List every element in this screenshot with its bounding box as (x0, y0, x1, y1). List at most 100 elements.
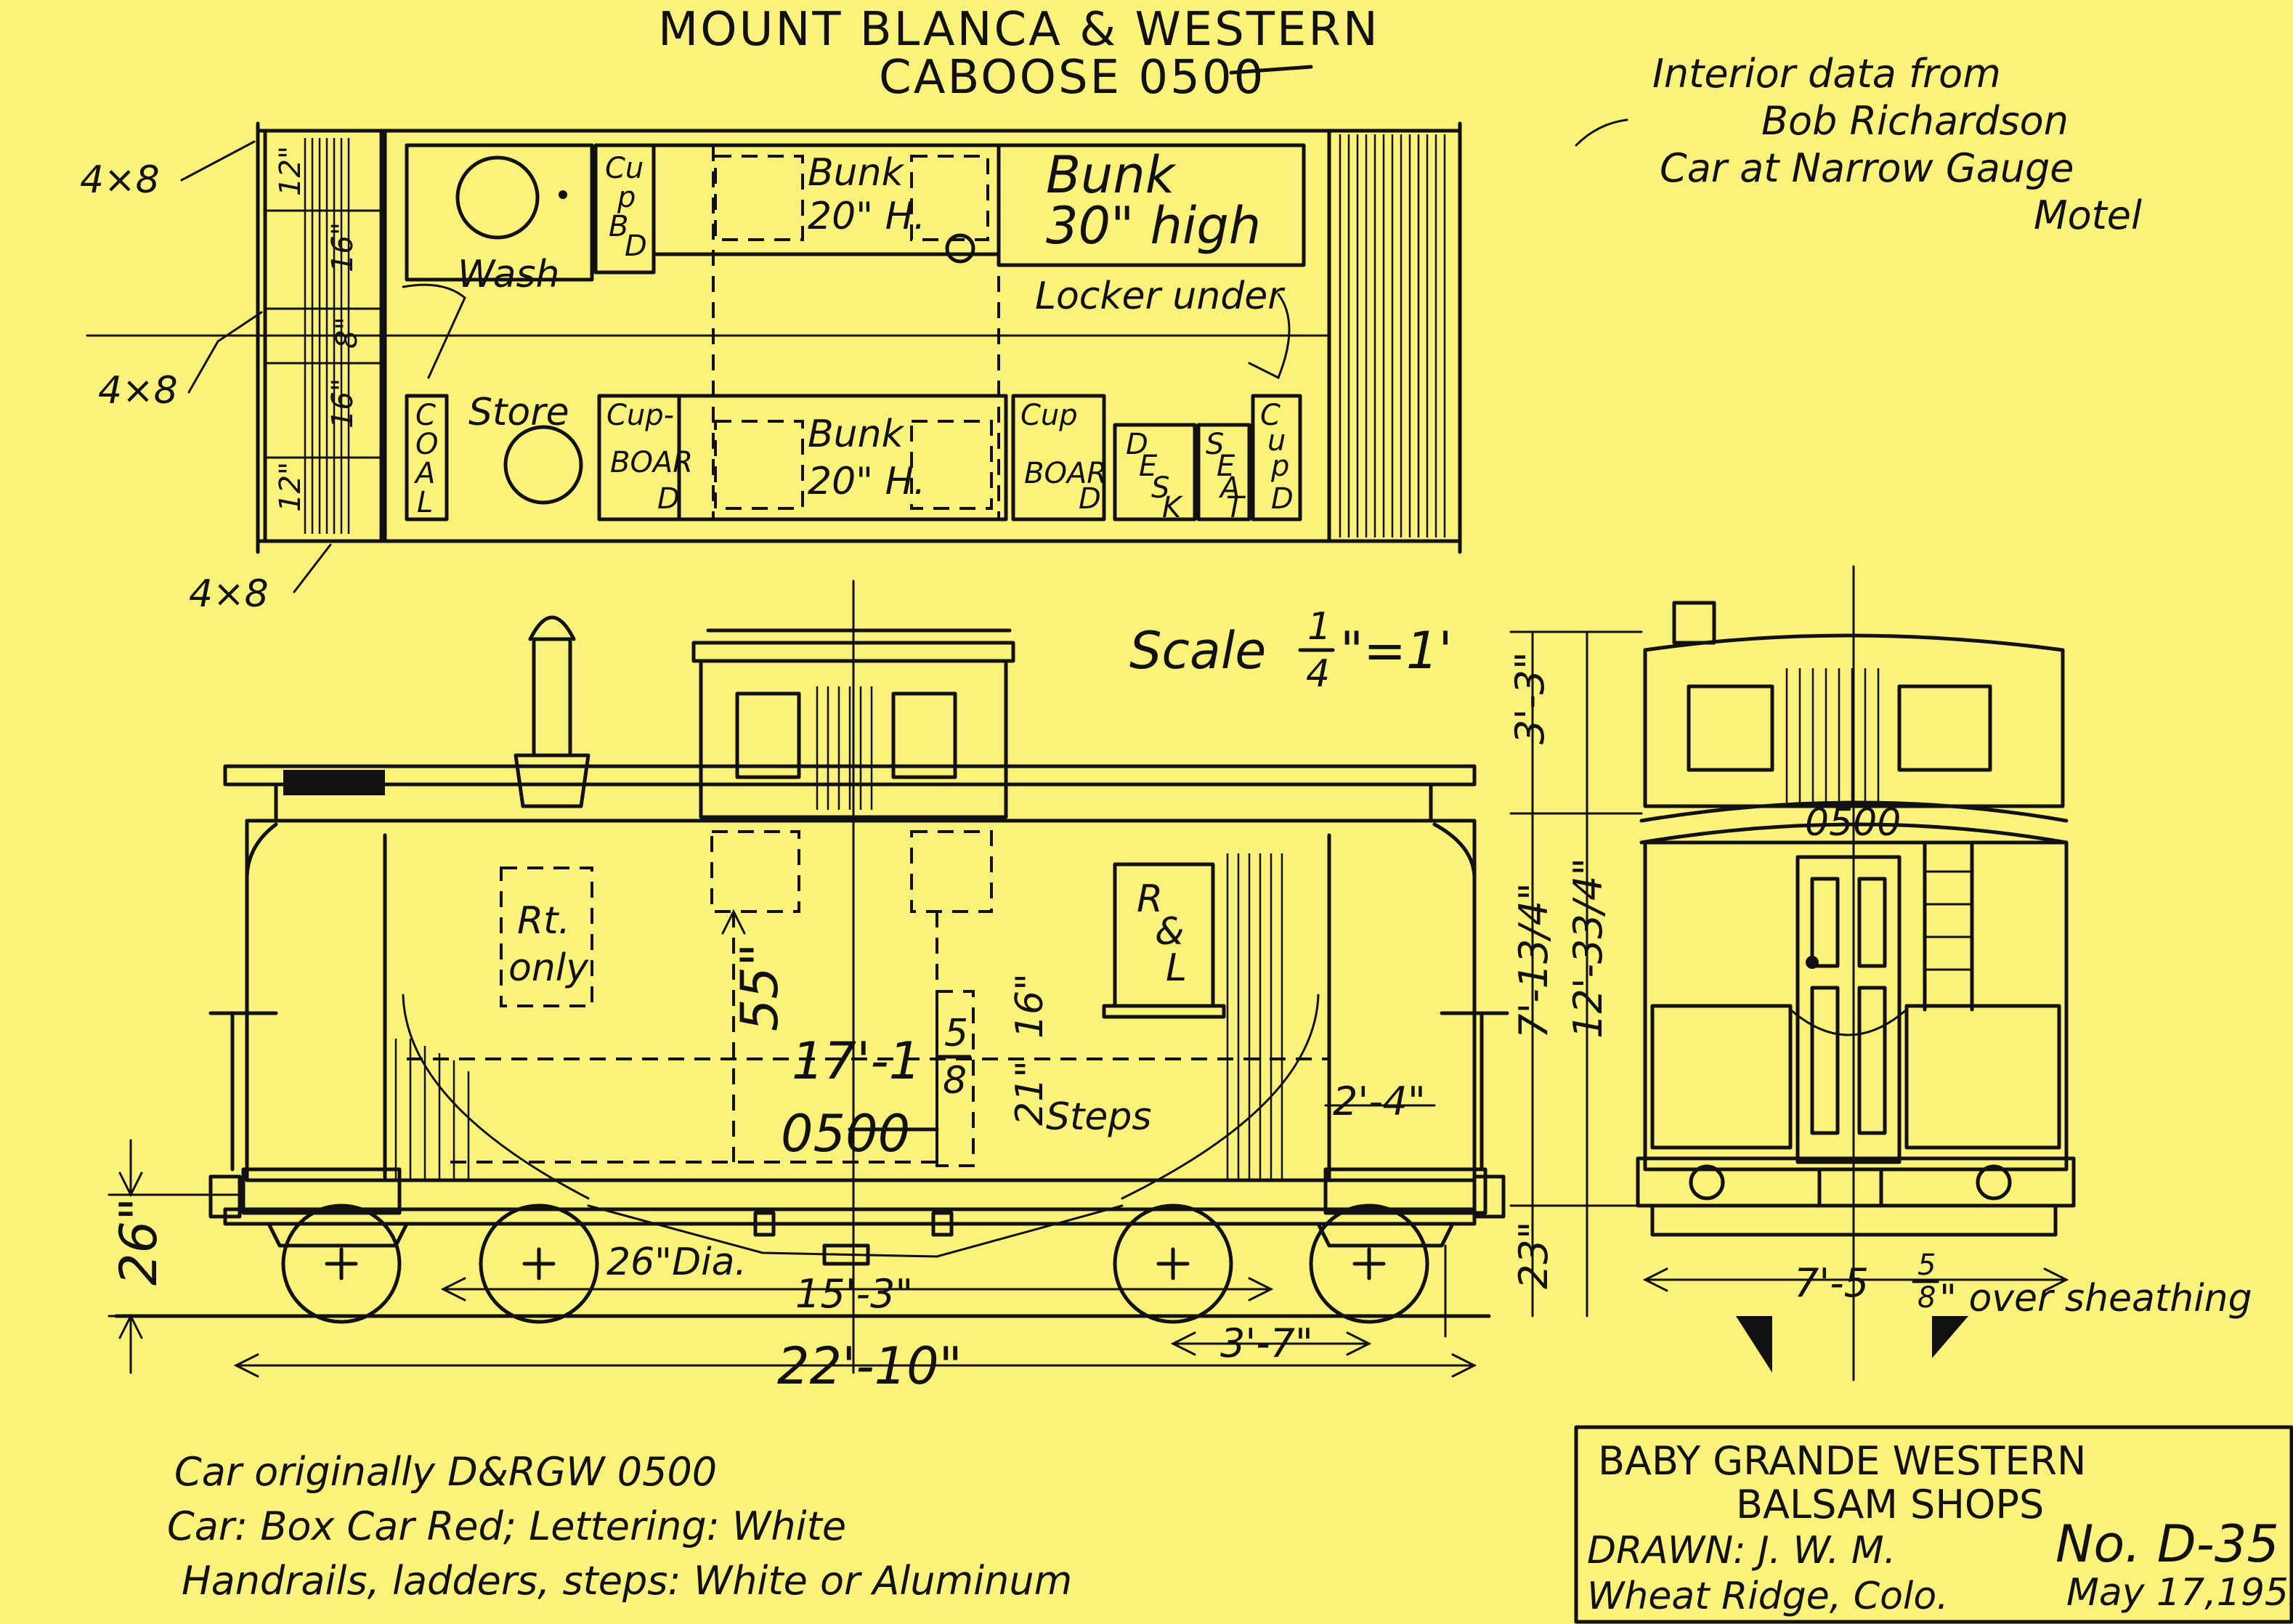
plan-cupbd-top-label-3: B (609, 210, 628, 243)
side-dim-22-10-arrow-right (1451, 1353, 1477, 1378)
side-window-r-label: R (1137, 877, 1163, 921)
interior-note-line-3: Car at Narrow Gauge (1660, 145, 2074, 191)
end-door-panel-upper-left (1810, 877, 1840, 968)
plan-bunk-bottom-dashed-left (714, 420, 804, 510)
scale-suffix: "=1' (1340, 621, 1453, 681)
side-cupola-window-left (735, 691, 801, 779)
side-window-l-label: L (1166, 946, 1187, 990)
end-safety-chain (1789, 1008, 1908, 1036)
plan-cupboard-left-2: BOAR (610, 446, 693, 479)
side-window-and-label: & (1155, 910, 1185, 954)
plan-bunk-right-height: 30" high (1046, 196, 1261, 256)
side-truck-right (1316, 1222, 1455, 1248)
plan-spacing-12-top: 12" (274, 146, 307, 196)
interior-note-line-1: Interior data from (1652, 51, 2001, 97)
end-railing-right (1904, 1004, 2061, 1150)
side-elevation-view: R & L Rt. only 17'-1 5 8 0500 55" 16" 21… (107, 580, 1509, 1396)
plan-wash-door-swing (402, 283, 466, 379)
side-cupola-siding (816, 686, 873, 810)
title-block-place: Wheat Ridge, Colo. (1587, 1575, 1949, 1618)
plan-locker-door-swing (1248, 293, 1291, 380)
side-smokestack-cap (528, 615, 576, 641)
plan-coal-l: L (417, 486, 433, 519)
side-brake-rod (587, 1204, 1124, 1258)
side-dim-3-7: 3'-7" (1220, 1320, 1313, 1366)
end-elevation-view: 0500 (1507, 565, 2252, 1381)
side-brake-cylinder (822, 1243, 870, 1266)
side-bunk-dashed-left (710, 830, 800, 913)
side-dim-22-10: 22'-10" (777, 1336, 962, 1396)
side-cupola-window-right (891, 691, 957, 779)
title-block-number: No. D-35 (2055, 1514, 2279, 1574)
plan-seat (1196, 423, 1251, 521)
plan-lumber-4x8-middle: 4×8 (98, 369, 178, 413)
plan-spacing-16-top: 16" (326, 222, 360, 272)
end-journal-right (1976, 1164, 2012, 1201)
side-steps-label: Steps (1046, 1095, 1152, 1139)
plan-bunk-top-dashed-left (714, 155, 804, 241)
title-block-drawn: DRAWN: J. W. M. (1587, 1529, 1896, 1572)
plan-cupd (1251, 394, 1302, 521)
end-dim-width-arrow-left (1642, 1267, 1668, 1292)
side-dim-15-3-arrow-right (1248, 1277, 1274, 1302)
end-ladder (1923, 840, 1974, 1012)
plan-desk-s: S (1151, 471, 1169, 505)
title-line-2: CABOOSE 0500 (879, 51, 1265, 105)
side-wheel-3 (1113, 1203, 1233, 1324)
side-smokestack-base (514, 753, 591, 808)
plan-cupd-u: u (1267, 424, 1286, 458)
end-rail-left (1736, 1316, 1772, 1373)
end-cupola-siding (1785, 668, 1880, 803)
plan-bunk-bottom-dashed-right (910, 420, 993, 510)
title-block: BABY GRANDE WESTERN BALSAM SHOPS DRAWN: … (1574, 1425, 2293, 1624)
side-dim-55-arrow (721, 909, 746, 935)
plan-coal-c: C (415, 399, 436, 432)
end-dim-3-3: 3'-3" (1507, 651, 1553, 744)
plan-wash-label: Wash (458, 253, 560, 296)
end-cupola-window-right (1897, 684, 1992, 772)
plan-desk-e: E (1139, 450, 1158, 483)
plan-spacing-16-bottom: 16" (326, 378, 360, 429)
end-door-panel-lower-left (1810, 986, 1840, 1135)
side-end-beam-right (1472, 1174, 1506, 1219)
plan-desk-k: K (1162, 491, 1183, 524)
side-end-rail-left (245, 822, 278, 1172)
end-dim-width: 7'-5 (1794, 1260, 1869, 1306)
end-dim-width-arrow-right (2043, 1267, 2069, 1292)
side-wheel-diameter: 26"Dia. (606, 1241, 747, 1284)
side-dim-15-3-arrow-left (440, 1277, 466, 1302)
title-line-1: MOUNT BLANCA & WESTERN (658, 3, 1380, 57)
side-dim-15-3: 15'-3" (795, 1271, 913, 1317)
end-dim-7-1-frac: 3/4" (1511, 882, 1557, 964)
end-dim-23: 23" (1511, 1221, 1557, 1289)
side-dim-length: 17'-1 (792, 1031, 921, 1091)
scale-denominator: 4 (1306, 652, 1330, 696)
end-journal-left (1689, 1164, 1725, 1201)
end-dim-width-frac-den: 8 (1917, 1281, 1936, 1315)
plan-coal-a: A (413, 457, 435, 490)
plan-right-platform-slats (1339, 134, 1446, 537)
title-struck-digits: 00 (1202, 51, 1265, 105)
plan-desk-d: D (1126, 428, 1148, 461)
end-door-panel-lower-right (1857, 986, 1887, 1135)
title-block-shops: BALSAM SHOPS (1736, 1482, 2044, 1527)
end-dim-12-3-frac: 3/4" (1565, 858, 1611, 939)
plan-cupbd-top-label-2: p (617, 181, 636, 214)
side-rt-only-window (500, 866, 593, 1007)
plan-bunk-top-label: Bunk (808, 151, 905, 195)
plan-lumber-leader-middle (187, 311, 263, 394)
plan-cupd-p: p (1270, 450, 1289, 483)
end-cupola-vent (1672, 601, 1716, 645)
side-car-number: 0500 (781, 1104, 910, 1164)
plan-seat-s: S (1206, 428, 1224, 461)
end-dim-7-1: 7'-13/4" (1511, 882, 1557, 1039)
scale-note: Scale 1 4 "=1' (1129, 605, 1453, 696)
plan-bunk-top-height: 20" H. (808, 195, 925, 238)
plan-locker-label: Locker under (1035, 275, 1286, 318)
side-platform-left (241, 1167, 402, 1215)
side-platform-right (1323, 1167, 1488, 1215)
side-dim-3-7-arrow-left (1170, 1331, 1196, 1356)
end-dim-7-1-whole: 7'-1 (1511, 964, 1557, 1039)
end-door (1795, 855, 1902, 1164)
side-dim-2-4: 2'-4" (1333, 1079, 1426, 1124)
